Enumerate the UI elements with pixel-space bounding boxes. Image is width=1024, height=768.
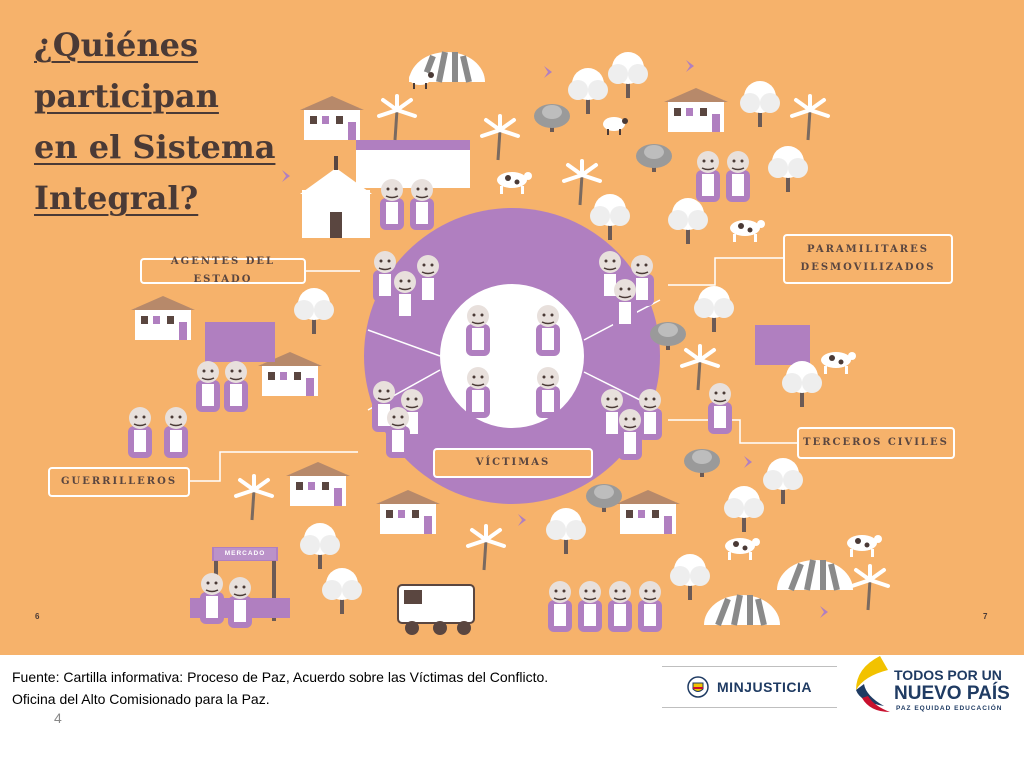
source-line-1: Fuente: Cartilla informativa: Proceso de… bbox=[12, 669, 549, 685]
label-guerrilleros-text: GUERRILLEROS bbox=[60, 476, 178, 487]
flag-swoosh-icon bbox=[856, 656, 890, 712]
page-title: ¿Quiénes participan en el Sistema Integr… bbox=[34, 20, 275, 224]
title-line-2: participan bbox=[34, 77, 219, 115]
coat-of-arms-icon bbox=[687, 676, 709, 698]
market-sign-text: MERCADO bbox=[224, 550, 266, 557]
gov-logo-line1: TODOS POR UN bbox=[894, 667, 1002, 683]
label-guerrilleros: GUERRILLEROS bbox=[48, 467, 190, 497]
label-paramilitares-line2: DESMOVILIZADOS bbox=[800, 262, 936, 273]
todos-por-un-nuevo-pais-logo: TODOS POR UN NUEVO PAÍS PAZ EQUIDAD EDUC… bbox=[850, 652, 1020, 718]
page-number-left: 6 bbox=[35, 612, 40, 621]
source-line-2: Oficina del Alto Comisionado para la Paz… bbox=[12, 691, 270, 707]
page-number-right: 7 bbox=[983, 612, 988, 621]
title-line-3: en el Sistema bbox=[34, 128, 276, 166]
label-agentes-text: AGENTES DEL ESTADO bbox=[170, 256, 276, 285]
slide-number: 4 bbox=[54, 710, 62, 726]
label-paramilitares-desmovilizados: PARAMILITARES DESMOVILIZADOS bbox=[783, 234, 953, 284]
label-terceros-text: TERCEROS CIVILES bbox=[803, 437, 949, 448]
title-line-1: ¿Quiénes bbox=[34, 26, 199, 64]
gov-logo-line3: PAZ EQUIDAD EDUCACIÓN bbox=[896, 705, 1003, 712]
label-agentes-del-estado: AGENTES DEL ESTADO bbox=[140, 256, 306, 285]
label-paramilitares-line1: PARAMILITARES bbox=[807, 244, 929, 255]
market-sign: MERCADO bbox=[214, 548, 276, 560]
gov-logo-line2: NUEVO PAÍS bbox=[894, 683, 1010, 704]
illustration-layer bbox=[127, 0, 890, 635]
minjusticia-text: MINJUSTICIA bbox=[717, 679, 812, 695]
label-victimas: VÍCTIMAS bbox=[433, 448, 593, 478]
infographic-poster: ¿Quiénes participan en el Sistema Integr… bbox=[0, 0, 1024, 655]
minjusticia-logo: MINJUSTICIA bbox=[662, 666, 837, 708]
label-terceros-civiles: TERCEROS CIVILES bbox=[797, 427, 955, 459]
label-victimas-text: VÍCTIMAS bbox=[475, 457, 551, 468]
title-line-4: Integral? bbox=[34, 179, 199, 217]
source-footer: Fuente: Cartilla informativa: Proceso de… bbox=[12, 666, 548, 710]
